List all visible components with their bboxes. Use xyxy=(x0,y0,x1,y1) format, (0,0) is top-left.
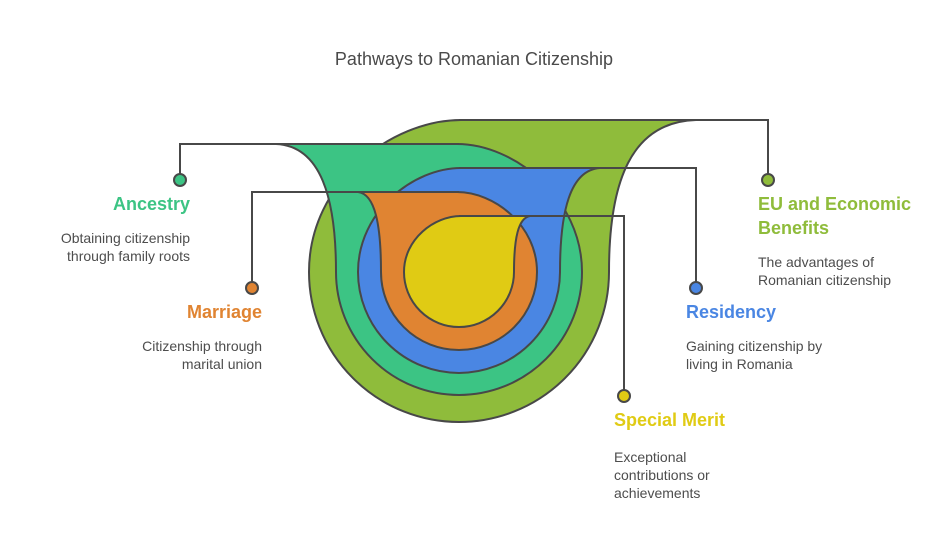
description-line: The advantages of xyxy=(758,254,874,270)
description-line: Exceptional xyxy=(614,449,687,465)
description-line: through family roots xyxy=(67,248,190,264)
connector-line-residency xyxy=(459,167,697,288)
connector-line-marriage xyxy=(251,191,459,288)
connector-dot-ancestry xyxy=(173,173,187,187)
connector-dot-eu xyxy=(761,173,775,187)
label-line: EU and Economic xyxy=(758,194,912,214)
pathway-label-special-merit: Special Merit xyxy=(614,410,726,430)
description-line: achievements xyxy=(614,485,701,501)
pathway-description-eu-benefits: The advantages of Romanian citizenship xyxy=(758,253,938,289)
description-line: Citizenship through xyxy=(142,338,262,354)
pathway-description-special-merit: Exceptional contributions or achievement… xyxy=(614,448,794,502)
description-line: Obtaining citizenship xyxy=(60,230,190,246)
description-line: Romanian citizenship xyxy=(758,272,892,288)
description-line: contributions or xyxy=(614,467,710,483)
connector-dot-residency xyxy=(689,281,703,295)
pathway-description-marriage: Citizenship through marital union xyxy=(92,337,262,373)
label-line: Benefits xyxy=(758,218,830,238)
pathway-label-residency: Residency xyxy=(686,302,777,322)
connector-line-ancestry xyxy=(179,143,459,180)
description-line: marital union xyxy=(181,356,262,372)
connector-line-merit xyxy=(459,215,625,396)
pathway-label-marriage: Marriage xyxy=(186,302,262,322)
connector-line-eu xyxy=(459,119,769,180)
page-title: Pathways to Romanian Citizenship xyxy=(334,49,614,69)
description-line: living in Romania xyxy=(686,356,793,372)
pathway-description-ancestry: Obtaining citizenship through family roo… xyxy=(20,229,190,265)
pathway-label-ancestry: Ancestry xyxy=(112,194,190,214)
connector-dot-marriage xyxy=(245,281,259,295)
pathway-description-residency: Gaining citizenship by living in Romania xyxy=(686,337,866,373)
description-line: Gaining citizenship by xyxy=(686,338,823,354)
connector-dot-merit xyxy=(617,389,631,403)
shape-merit xyxy=(402,215,531,328)
pathway-label-eu-benefits: EU and Economic Benefits xyxy=(758,192,938,240)
